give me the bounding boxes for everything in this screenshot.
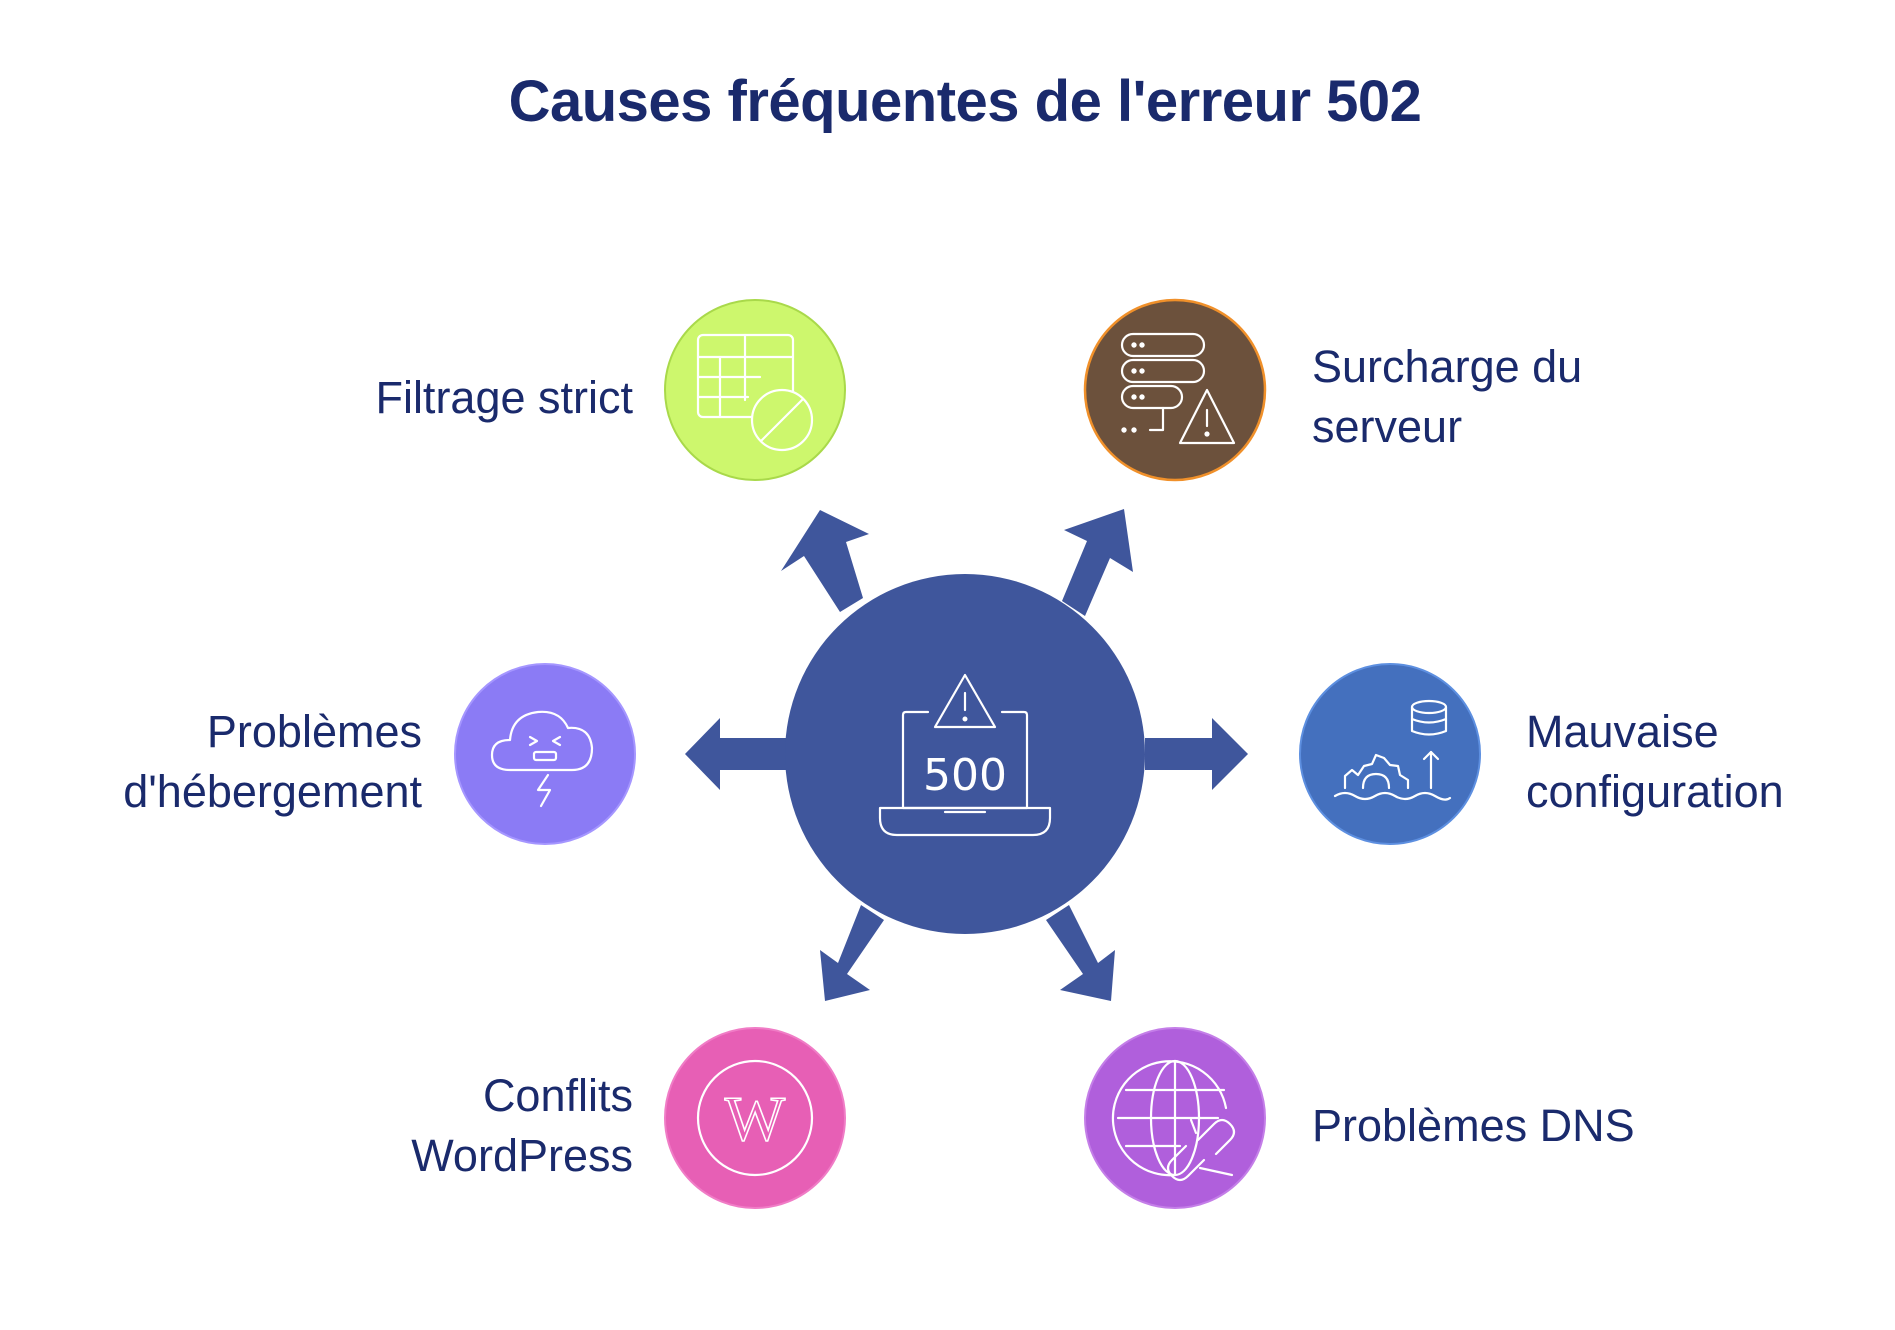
cause-node-hebergement	[454, 663, 636, 845]
cause-node-filtrage	[664, 299, 846, 481]
cause-node-dns	[1084, 1027, 1266, 1209]
cause-label-dns: Problèmes DNS	[1312, 1100, 1635, 1151]
arrow-left	[685, 718, 790, 790]
server-warning-icon	[1120, 332, 1236, 445]
storm-cloud-icon	[490, 710, 594, 808]
arrow-down-right	[1046, 905, 1115, 1001]
cause-label-wordpress: Conflits WordPress	[411, 1070, 633, 1181]
cause-label-surcharge: Surcharge du serveur	[1312, 341, 1583, 452]
arrows	[685, 509, 1248, 1001]
center-screen-text: 500	[923, 750, 1007, 801]
svg-text:W: W	[725, 1083, 786, 1154]
cause-node-configuration	[1299, 663, 1481, 845]
laptop-error-icon	[878, 673, 1052, 837]
wordpress-icon: W	[696, 1059, 814, 1177]
globe-broken-link-icon	[1111, 1059, 1236, 1182]
cause-node-wordpress: W	[664, 1027, 846, 1209]
page-title: Causes fréquentes de l'erreur 502	[508, 69, 1422, 134]
database-gear-icon	[1333, 699, 1452, 801]
center-node: 500	[785, 574, 1145, 934]
table-blocked-icon	[696, 333, 814, 452]
cause-node-surcharge	[1083, 298, 1267, 482]
arrow-up-right	[1062, 509, 1133, 616]
cause-label-configuration: Mauvaise configuration	[1526, 706, 1784, 817]
cause-label-filtrage: Filtrage strict	[375, 372, 633, 423]
cause-label-hebergement: Problèmes d'hébergement	[123, 706, 422, 817]
arrow-right	[1145, 718, 1248, 790]
arrow-up-left	[781, 510, 869, 612]
arrow-down-left	[820, 905, 884, 1001]
